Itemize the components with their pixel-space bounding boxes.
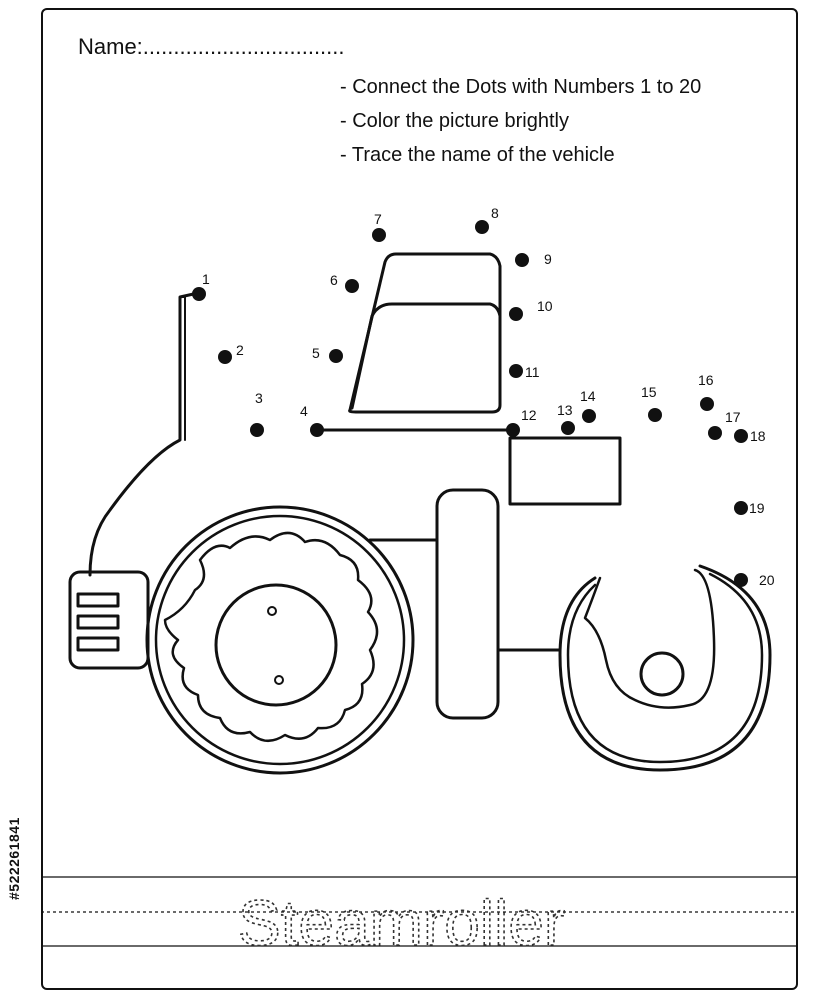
dot-label-4: 4 xyxy=(300,403,308,419)
dot-label-17: 17 xyxy=(725,409,741,425)
roller-hub xyxy=(639,651,685,697)
instruction-trace: - Trace the name of the vehicle xyxy=(340,144,615,166)
dot-label-18: 18 xyxy=(750,428,766,444)
trace-word: Steamroller xyxy=(238,887,565,959)
dot-label-9: 9 xyxy=(544,251,552,267)
rear-wheel xyxy=(145,505,415,775)
dot-label-8: 8 xyxy=(491,205,499,221)
dot-label-20: 20 xyxy=(759,572,775,588)
dot-label-1: 1 xyxy=(202,271,210,287)
dot-6 xyxy=(345,279,359,293)
dot-3 xyxy=(250,423,264,437)
dot-15 xyxy=(648,408,662,422)
dot-9 xyxy=(515,253,529,267)
dot-label-7: 7 xyxy=(374,211,382,227)
dot-18 xyxy=(734,429,748,443)
instruction-color: - Color the picture brightly xyxy=(340,110,569,132)
dot-7 xyxy=(372,228,386,242)
dot-label-16: 16 xyxy=(698,372,714,388)
dot-label-12: 12 xyxy=(521,407,537,423)
dot-16 xyxy=(700,397,714,411)
dot-label-11: 11 xyxy=(525,364,540,380)
tracing-lines xyxy=(41,876,798,947)
dot-label-14: 14 xyxy=(580,388,596,404)
body-outline xyxy=(88,291,200,577)
dot-11 xyxy=(509,364,523,378)
dot-4 xyxy=(310,423,324,437)
control-box xyxy=(508,436,622,506)
dot-14 xyxy=(582,409,596,423)
dot-label-6: 6 xyxy=(330,272,338,288)
front-weight xyxy=(68,570,150,670)
dot-10 xyxy=(509,307,523,321)
dot-12 xyxy=(506,423,520,437)
cab-window xyxy=(348,252,502,414)
dot-8 xyxy=(475,220,489,234)
dot-label-19: 19 xyxy=(749,500,765,516)
dot-19 xyxy=(734,501,748,515)
cab-window-inner xyxy=(350,302,502,410)
dot-label-3: 3 xyxy=(255,390,263,406)
dot-label-15: 15 xyxy=(641,384,657,400)
dot-5 xyxy=(329,349,343,363)
dot-1 xyxy=(192,287,206,301)
center-pillar xyxy=(435,488,500,720)
dot-label-10: 10 xyxy=(537,298,553,314)
dot-label-13: 13 xyxy=(557,402,573,418)
dot-17 xyxy=(708,426,722,440)
dot-label-2: 2 xyxy=(236,342,244,358)
name-field: Name:................................. xyxy=(78,34,345,59)
dot-label-5: 5 xyxy=(312,345,320,361)
instructions-list: - Connect the Dots with Numbers 1 to 20 … xyxy=(340,70,701,172)
instruction-connect-dots: - Connect the Dots with Numbers 1 to 20 xyxy=(340,76,702,98)
dot-2 xyxy=(218,350,232,364)
dot-13 xyxy=(561,421,575,435)
rear-hub xyxy=(214,583,338,707)
worksheet-border xyxy=(41,8,798,990)
front-roller xyxy=(558,564,772,772)
dot-20 xyxy=(734,573,748,587)
